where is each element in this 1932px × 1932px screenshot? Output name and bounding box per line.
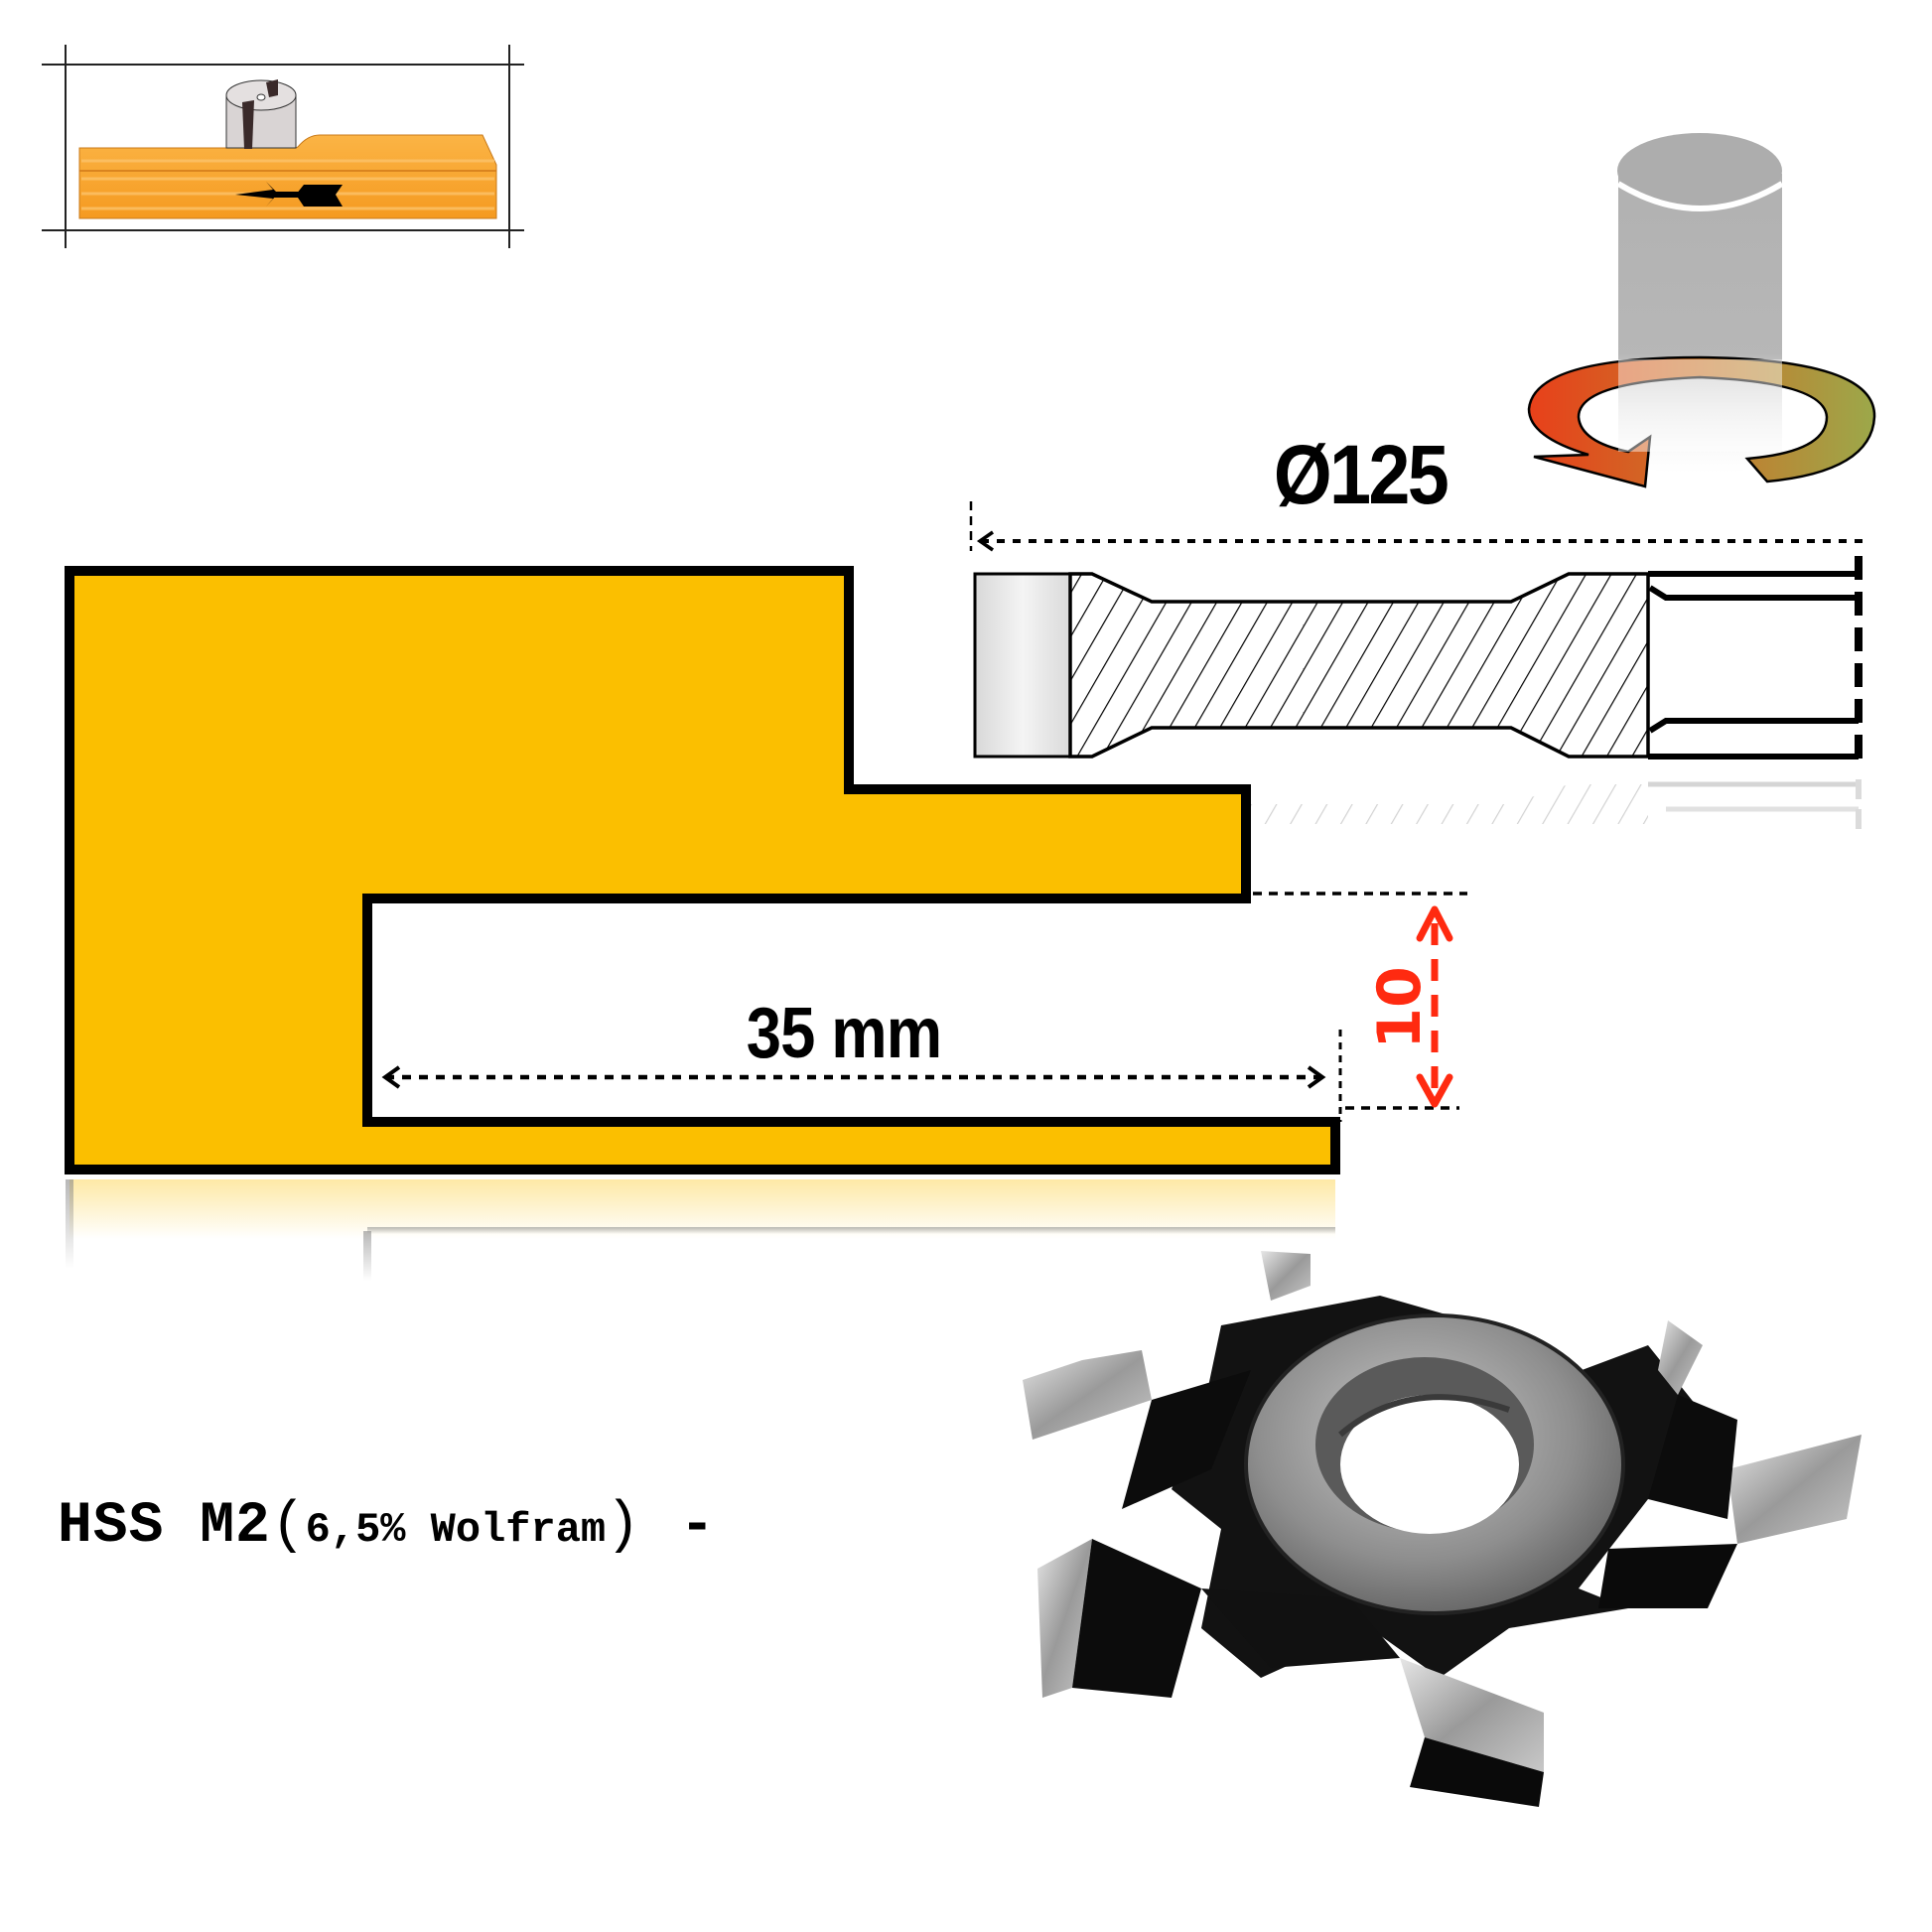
shaper-cutter-photo <box>1023 1251 1862 1807</box>
width-dimension <box>381 1030 1342 1122</box>
material-spec: HSS M2(6,5% Wolfram)- <box>58 1494 715 1559</box>
material-close-paren: ) <box>606 1494 640 1559</box>
feed-direction-illustration <box>42 45 524 248</box>
cut-profile-shape <box>65 566 1340 1281</box>
feed-direction-arrow-icon <box>235 182 343 207</box>
material-grade: HSS M2 <box>58 1494 271 1559</box>
material-open-paren: ( <box>270 1494 306 1559</box>
material-detail: 6,5% Wolfram <box>305 1506 607 1554</box>
router-bit-icon <box>225 79 297 149</box>
diameter-dimension <box>969 501 1864 552</box>
material-dash: - <box>679 1494 715 1559</box>
cutter-cross-section <box>973 556 1863 834</box>
knife-blade-icon <box>1023 1251 1862 1772</box>
spindle-rotation-icon <box>1527 133 1876 488</box>
cut-depth-label: 10 <box>1365 966 1435 1049</box>
diameter-label: Ø125 <box>1273 428 1449 521</box>
depth-dimension <box>1253 892 1467 1110</box>
rotation-arrow-icon <box>1527 355 1876 488</box>
cut-width-label: 35 mm <box>746 994 942 1073</box>
